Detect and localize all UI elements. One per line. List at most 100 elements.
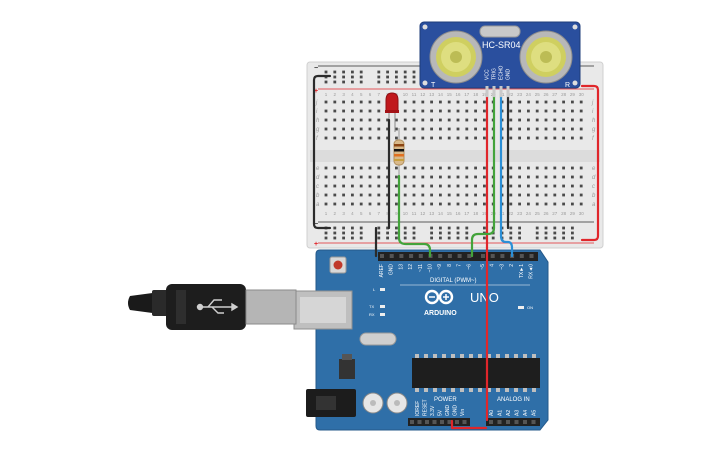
column-number: 13: [429, 92, 435, 97]
terminal-hole: [439, 118, 442, 122]
terminal-hole: [535, 175, 539, 179]
terminal-hole: [579, 193, 583, 197]
rail-hole: [465, 236, 469, 240]
column-number: 30: [579, 211, 585, 216]
rail-hole: [333, 231, 337, 235]
digital-pin-label: GND: [389, 264, 395, 276]
terminal-hole: [483, 184, 486, 188]
analog-pin-label: A4: [523, 410, 529, 416]
analog-pin-hole: [506, 420, 510, 424]
terminal-hole: [377, 202, 381, 206]
rail-hole: [483, 236, 486, 240]
terminal-hole: [377, 184, 381, 188]
wire-sensor-trig: [470, 96, 496, 258]
terminal-hole: [359, 100, 363, 104]
column-number: 10: [403, 211, 409, 216]
terminal-hole: [553, 118, 557, 122]
digital-pin-label: ~6: [466, 264, 472, 270]
transmitter-transducer: [429, 30, 483, 84]
terminal-hole: [359, 118, 363, 122]
chip-pin: [442, 354, 446, 358]
terminal-hole: [342, 109, 345, 113]
terminal-hole: [377, 109, 381, 113]
terminal-hole: [571, 109, 574, 113]
column-number: 19: [482, 92, 488, 97]
terminal-hole: [518, 166, 521, 170]
resistor-band-4: [394, 159, 404, 161]
sensor-mount-hole: [422, 24, 428, 30]
rail-hole: [535, 231, 539, 235]
rail-hole: [377, 231, 381, 235]
rail-hole: [377, 80, 381, 84]
digital-pin-hole: [467, 254, 472, 258]
terminal-hole: [359, 127, 363, 131]
rail-hole: [333, 75, 337, 79]
terminal-hole: [412, 100, 416, 104]
terminal-hole: [386, 175, 389, 179]
terminal-hole: [439, 193, 442, 197]
led-l-label: L: [373, 287, 376, 292]
power-jack-inner: [316, 396, 336, 410]
sensor-left-mark: T: [431, 82, 436, 89]
column-number: 21: [499, 211, 505, 216]
terminal-hole: [412, 136, 416, 140]
row-letter: j: [315, 100, 318, 106]
terminal-hole: [324, 127, 328, 131]
terminal-hole: [553, 184, 557, 188]
led-on: [518, 306, 524, 309]
terminal-hole: [553, 109, 557, 113]
terminal-hole: [359, 202, 363, 206]
rail-hole: [324, 231, 328, 235]
chip-pin: [469, 388, 473, 392]
terminal-hole: [447, 166, 451, 170]
terminal-hole: [518, 193, 521, 197]
terminal-hole: [395, 166, 398, 170]
rail-hole: [447, 226, 451, 230]
column-number: 22: [508, 92, 514, 97]
terminal-hole: [579, 136, 583, 140]
led-tx: [380, 305, 385, 308]
rail-hole: [412, 236, 416, 240]
terminal-hole: [342, 166, 345, 170]
column-number: 15: [447, 92, 453, 97]
terminal-hole: [535, 193, 539, 197]
regulator-tab: [342, 354, 352, 360]
chip-pin: [460, 354, 464, 358]
column-number: 7: [378, 211, 381, 216]
led-on-label: ON: [527, 305, 533, 310]
terminal-hole: [412, 175, 416, 179]
terminal-hole: [509, 175, 513, 179]
terminal-hole: [351, 100, 354, 104]
terminal-hole: [421, 136, 425, 140]
terminal-hole: [412, 184, 416, 188]
wire-pin12-to-resistor: [397, 174, 432, 258]
terminal-hole: [571, 193, 574, 197]
reset-button-cap[interactable]: [333, 260, 343, 270]
led-l: [380, 288, 385, 291]
rail-hole: [351, 226, 354, 230]
terminal-hole: [518, 184, 521, 188]
rail-hole: [403, 80, 407, 84]
terminal-hole: [333, 100, 337, 104]
terminal-hole: [562, 100, 565, 104]
chip-pin: [415, 388, 419, 392]
digital-pin-hole: [409, 254, 414, 258]
rail-hole: [403, 226, 407, 230]
terminal-hole: [342, 184, 345, 188]
row-letter: d: [592, 175, 596, 181]
terminal-hole: [465, 175, 469, 179]
sensor-pin: [485, 86, 489, 98]
terminal-hole: [527, 136, 530, 140]
column-number: 28: [561, 211, 567, 216]
column-number: 17: [464, 92, 470, 97]
terminal-hole: [333, 202, 337, 206]
power-pin-label: 5V: [438, 409, 444, 416]
terminal-hole: [535, 166, 539, 170]
power-header: [408, 418, 470, 426]
terminal-hole: [377, 166, 381, 170]
analog-pin-label: A0: [489, 410, 495, 416]
rail-hole: [439, 236, 442, 240]
rail-hole: [342, 236, 345, 240]
